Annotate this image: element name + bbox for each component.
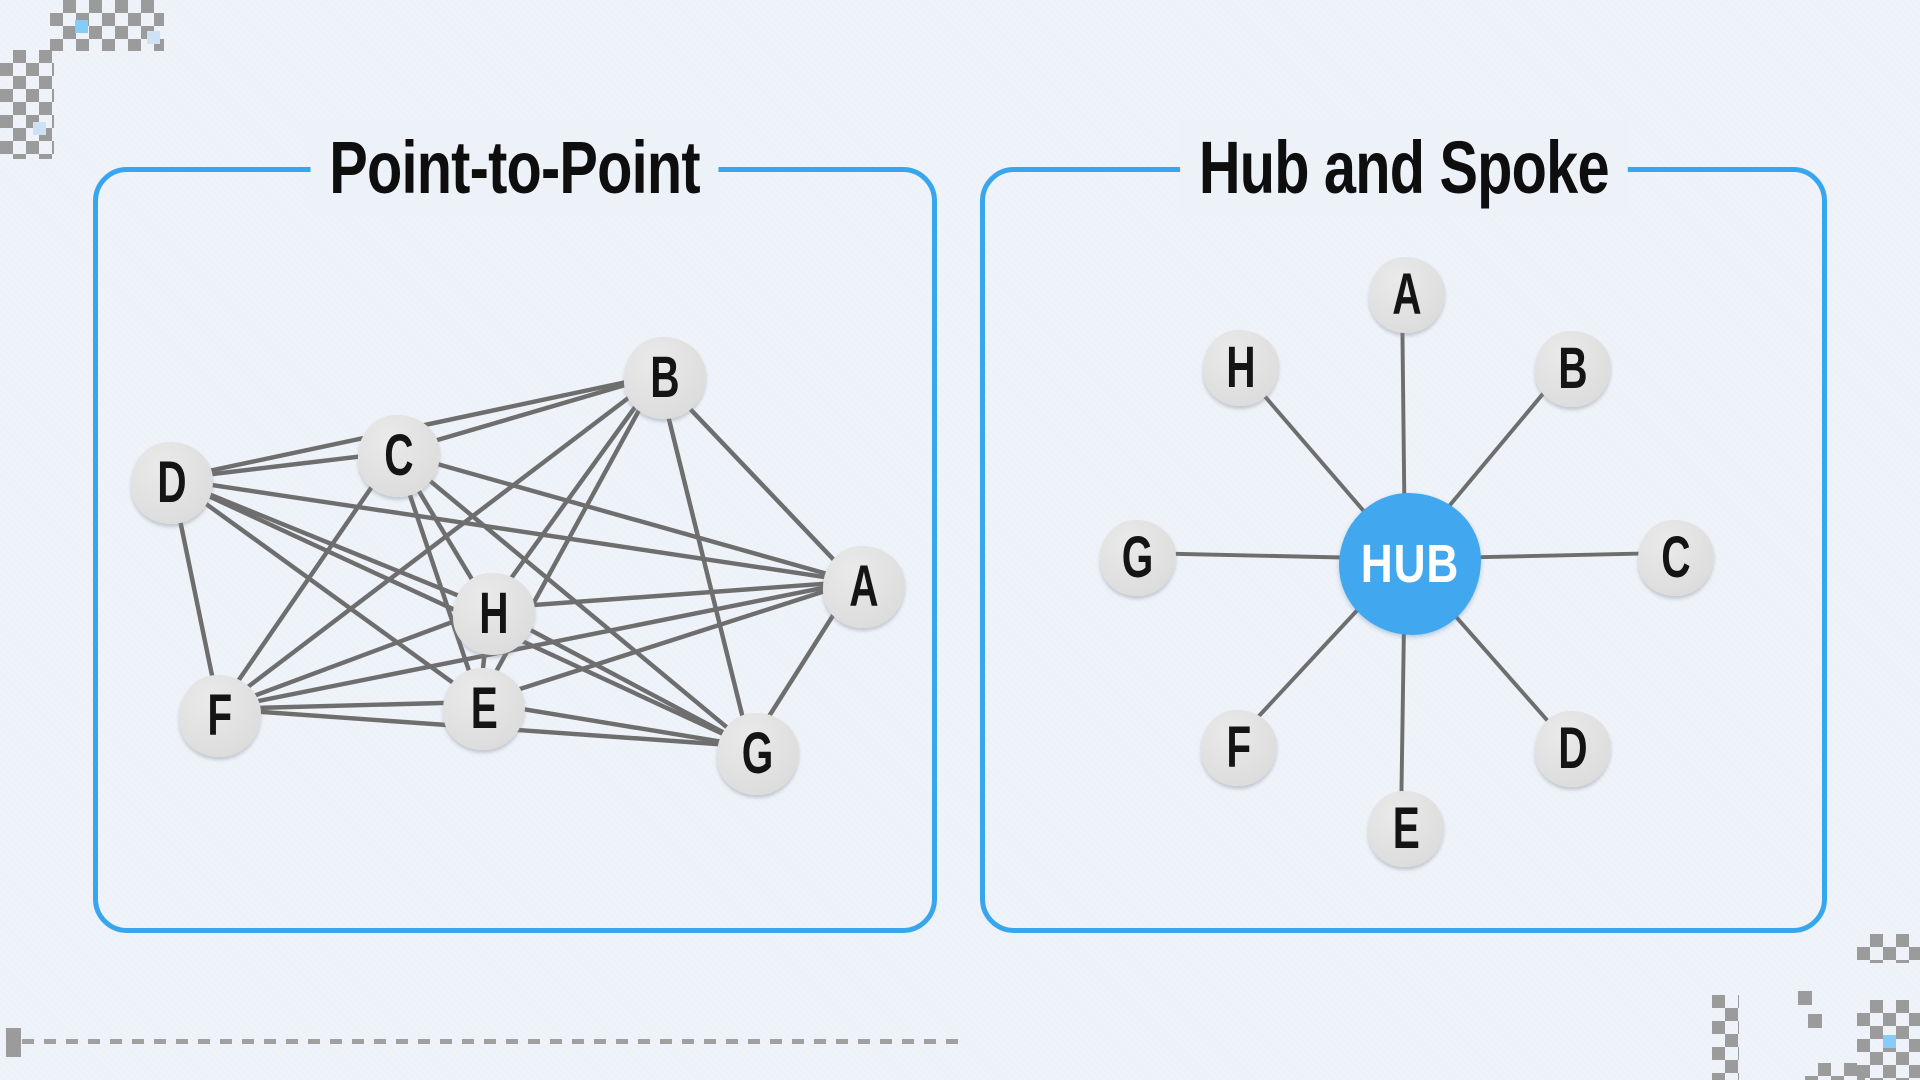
node-label: D: [157, 450, 187, 515]
dashed-line-bottom: [22, 1039, 968, 1044]
node-label: H: [1226, 335, 1256, 400]
edge-C-G: [394, 450, 752, 749]
node-hub-and-spoke-F: F: [1201, 710, 1277, 786]
pixel-square-bottom-left: [6, 1028, 21, 1057]
node-hub-and-spoke-E: E: [1368, 791, 1444, 867]
pixel-blue-top-1: [75, 20, 88, 33]
node-label: D: [1558, 716, 1588, 781]
pixel-blue-top-3: [33, 122, 46, 135]
node-label: G: [742, 721, 774, 786]
edge-E-F: [218, 699, 480, 712]
edge-A-B: [656, 373, 857, 584]
edge-A-D: [171, 476, 855, 584]
pixel-checker-right-3: [1805, 1063, 1865, 1080]
hub-node-hub-and-spoke-HUB: HUB: [1339, 493, 1481, 635]
node-hub-and-spoke-D: D: [1535, 711, 1611, 787]
node-label: HUB: [1360, 534, 1460, 594]
edge-B-C: [394, 373, 659, 455]
pixel-blue-right: [1883, 1035, 1896, 1048]
pixel-checker-top-1: [50, 0, 164, 51]
pixel-checker-top-2: [0, 50, 54, 159]
node-label: C: [384, 423, 414, 488]
node-point-to-point-C: C: [358, 415, 440, 497]
node-hub-and-spoke-C: C: [1638, 520, 1714, 596]
node-label: A: [1392, 262, 1422, 327]
pixel-square-right-2: [1808, 1014, 1822, 1028]
node-label: H: [479, 581, 509, 646]
node-hub-and-spoke-G: G: [1100, 520, 1176, 596]
edge-C-F: [217, 451, 398, 711]
node-label: E: [470, 676, 498, 741]
node-label: C: [1661, 525, 1691, 590]
edge-F-H: [218, 606, 491, 711]
point-to-point-edges: [169, 373, 857, 749]
node-point-to-point-D: D: [131, 442, 213, 524]
node-label: G: [1122, 525, 1154, 590]
edge-D-E: [170, 477, 481, 704]
edge-B-H: [487, 374, 660, 610]
node-point-to-point-B: B: [624, 337, 706, 419]
node-label: E: [1392, 796, 1420, 861]
node-point-to-point-G: G: [717, 713, 799, 795]
pixel-blue-top-2: [147, 31, 160, 44]
edge-B-G: [655, 374, 753, 747]
node-label: F: [1226, 715, 1252, 780]
node-point-to-point-H: H: [453, 573, 535, 655]
edge-B-F: [217, 373, 660, 711]
node-hub-and-spoke-H: H: [1203, 330, 1279, 406]
node-hub-and-spoke-A: A: [1369, 257, 1445, 333]
pixel-square-right-1: [1798, 991, 1812, 1005]
node-point-to-point-A: A: [823, 546, 905, 628]
edge-D-H: [170, 476, 491, 611]
node-label: F: [207, 683, 233, 748]
edge-A-C: [394, 450, 856, 584]
node-label: B: [1558, 336, 1588, 401]
node-hub-and-spoke-B: B: [1535, 331, 1611, 407]
node-label: B: [650, 345, 680, 410]
pixel-checker-right-2: [1712, 995, 1739, 1080]
node-point-to-point-F: F: [179, 675, 261, 757]
edge-A-H: [489, 579, 855, 611]
node-point-to-point-E: E: [443, 668, 525, 750]
pixel-checker-right-1: [1857, 934, 1920, 963]
edge-A-E: [478, 579, 856, 705]
node-label: A: [849, 554, 879, 619]
edge-G-H: [488, 606, 751, 749]
edge-A-F: [218, 579, 855, 712]
